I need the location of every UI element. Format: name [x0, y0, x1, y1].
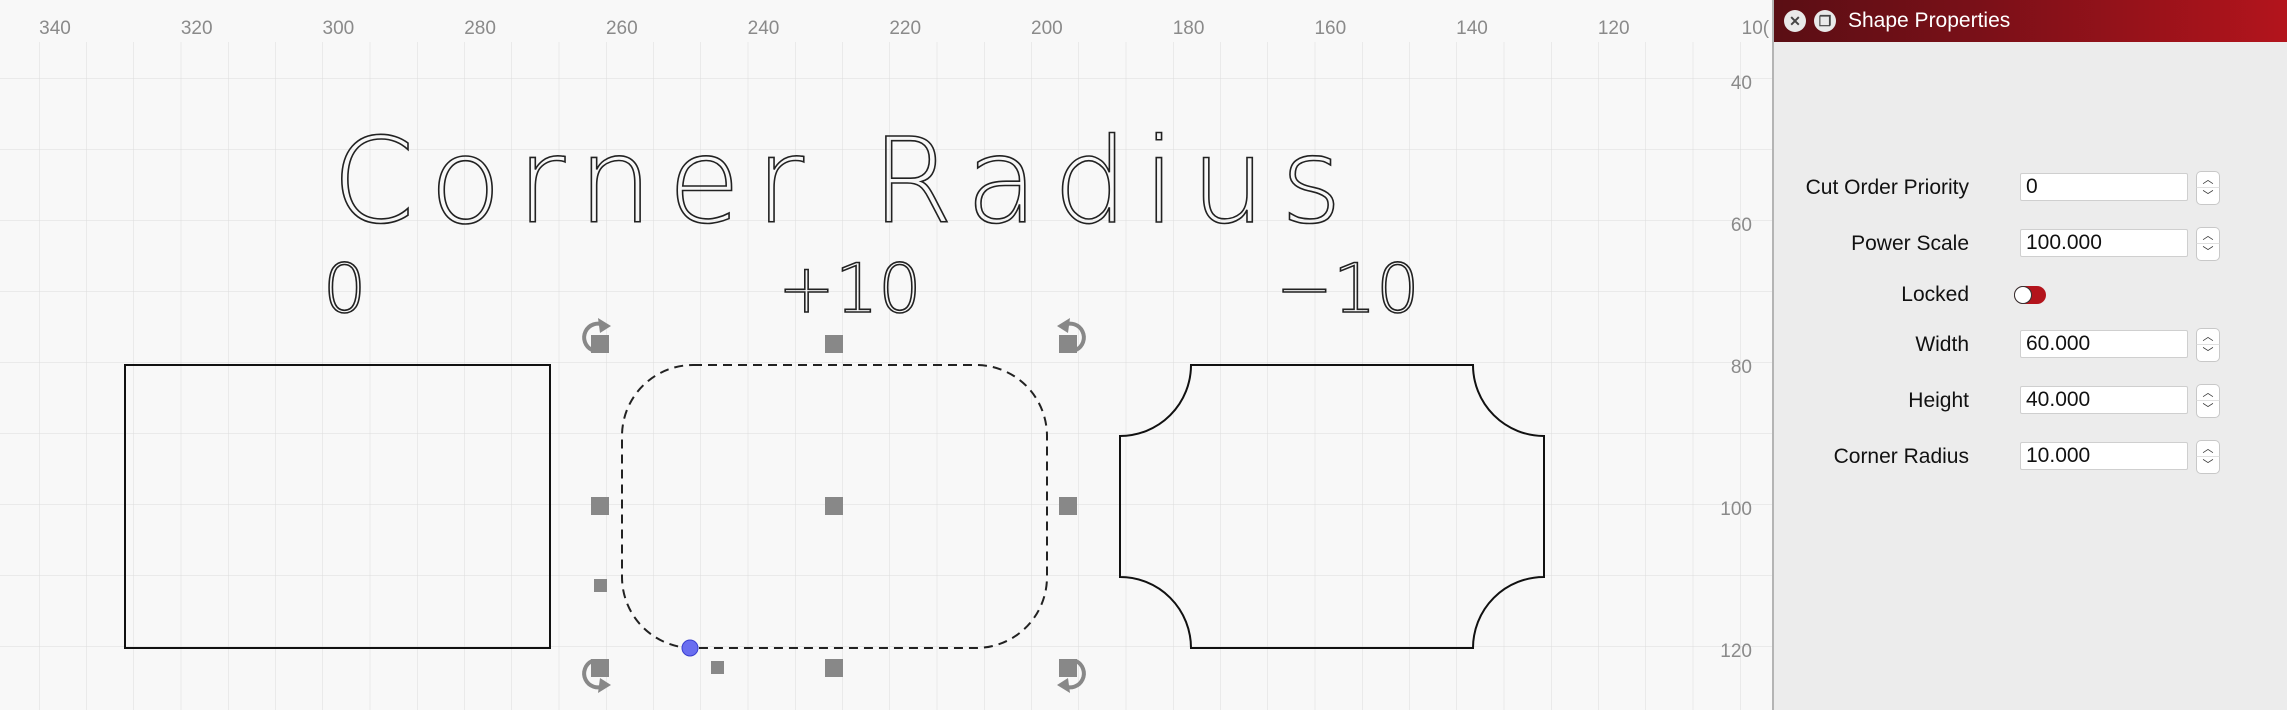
radius-handle-small-bottom[interactable] — [711, 661, 724, 674]
chevron-down-icon[interactable]: ﹀ — [2196, 187, 2220, 205]
selection-handle-bottom[interactable] — [825, 659, 843, 677]
chevron-up-icon[interactable]: ︿ — [2196, 384, 2220, 401]
ruler-right-label: 80 — [1731, 357, 1752, 378]
ruler-right-label: 40 — [1731, 73, 1752, 94]
selection-handle-top-left[interactable] — [591, 335, 609, 353]
label-plus-ten: +10 — [778, 250, 922, 329]
selection-handle-center[interactable] — [825, 497, 843, 515]
selection-handle-bottom-left[interactable] — [591, 659, 609, 677]
ruler-right-label: 120 — [1720, 641, 1752, 662]
chevron-up-icon[interactable]: ︿ — [2196, 328, 2220, 345]
chevron-down-icon[interactable]: ﹀ — [2196, 344, 2220, 362]
corner-radius-heading: Corner Radius — [332, 112, 1357, 250]
width-stepper[interactable]: ︿ ﹀ — [2196, 328, 2220, 362]
ruler-top-label: 160 — [1314, 18, 1346, 39]
top-ruler — [0, 0, 1772, 42]
label-minus-ten: −10 — [1276, 250, 1420, 329]
locked-toggle[interactable] — [2014, 286, 2046, 304]
prop-row-corner-radius: Corner Radius 10.000 ︿ ﹀ — [1774, 439, 2287, 475]
prop-row-power-scale: Power Scale 100.000 ︿ ﹀ — [1774, 226, 2287, 262]
chevron-up-icon[interactable]: ︿ — [2196, 227, 2220, 244]
toggle-knob — [2014, 286, 2032, 304]
prop-row-cut-order: Cut Order Priority 0 ︿ ﹀ — [1774, 170, 2287, 206]
rotate-arrow-top-right — [1057, 318, 1070, 333]
rotate-arrow-top-left — [598, 318, 611, 333]
top-ruler-labels: 340 320 300 280 260 240 220 200 180 160 140 120 10( — [39, 18, 1770, 39]
selection-handle-top-right[interactable] — [1059, 335, 1077, 353]
label-zero: 0 — [323, 250, 366, 329]
ruler-top-label: 10( — [1742, 18, 1770, 39]
ruler-top-label: 320 — [181, 18, 213, 39]
rect-radius-plus-ten[interactable] — [621, 364, 1048, 649]
power-scale-input[interactable]: 100.000 — [2020, 229, 2188, 257]
ruler-top-label: 240 — [748, 18, 780, 39]
prop-row-locked: Locked — [1774, 277, 2287, 313]
grid-background — [0, 0, 1772, 710]
panel-title: Shape Properties — [1848, 9, 2011, 32]
prop-row-width: Width 60.000 ︿ ﹀ — [1774, 327, 2287, 363]
rotate-arrow-bottom-right — [1057, 678, 1070, 693]
width-label: Width — [1915, 333, 1969, 356]
rect-radius-minus-ten[interactable] — [1119, 364, 1545, 649]
chevron-up-icon[interactable]: ︿ — [2196, 171, 2220, 188]
locked-label: Locked — [1901, 283, 1969, 306]
width-input[interactable]: 60.000 — [2020, 330, 2188, 358]
selection-handle-bottom-right[interactable] — [1059, 659, 1077, 677]
panel-titlebar[interactable]: ✕ ❐ Shape Properties — [1774, 0, 2287, 42]
ruler-top-label: 220 — [889, 18, 921, 39]
corner-radius-label: Corner Radius — [1833, 445, 1969, 468]
rotate-arrow-bottom-left — [598, 678, 611, 693]
height-label: Height — [1908, 389, 1969, 412]
right-ruler-labels: 40 60 80 100 120 — [1720, 73, 1752, 662]
ruler-top-label: 300 — [323, 18, 355, 39]
power-scale-label: Power Scale — [1851, 232, 1969, 255]
cut-order-label: Cut Order Priority — [1805, 176, 1969, 199]
close-icon[interactable]: ✕ — [1784, 10, 1806, 32]
ruler-top-label: 200 — [1031, 18, 1063, 39]
ruler-top-label: 180 — [1173, 18, 1205, 39]
ruler-top-label: 140 — [1456, 18, 1488, 39]
float-icon[interactable]: ❐ — [1814, 10, 1836, 32]
height-input[interactable]: 40.000 — [2020, 386, 2188, 414]
chevron-down-icon[interactable]: ﹀ — [2196, 456, 2220, 474]
prop-row-height: Height 40.000 ︿ ﹀ — [1774, 383, 2287, 419]
ruler-right-label: 60 — [1731, 215, 1752, 236]
selection-handle-top[interactable] — [825, 335, 843, 353]
shape-properties-panel: ✕ ❐ Shape Properties Cut Order Priority … — [1772, 0, 2287, 710]
chevron-up-icon[interactable]: ︿ — [2196, 440, 2220, 457]
power-scale-stepper[interactable]: ︿ ﹀ — [2196, 227, 2220, 261]
ruler-top-label: 340 — [39, 18, 71, 39]
ruler-top-label: 120 — [1598, 18, 1630, 39]
cut-order-stepper[interactable]: ︿ ﹀ — [2196, 171, 2220, 205]
corner-radius-stepper[interactable]: ︿ ﹀ — [2196, 440, 2220, 474]
radius-handle-small-left[interactable] — [594, 579, 607, 592]
chevron-down-icon[interactable]: ﹀ — [2196, 400, 2220, 418]
ruler-top-label: 260 — [606, 18, 638, 39]
chevron-down-icon[interactable]: ﹀ — [2196, 243, 2220, 261]
ruler-right-label: 100 — [1720, 499, 1752, 520]
corner-radius-input[interactable]: 10.000 — [2020, 442, 2188, 470]
height-stepper[interactable]: ︿ ﹀ — [2196, 384, 2220, 418]
ruler-top-label: 280 — [464, 18, 496, 39]
corner-radius-drag-handle[interactable] — [681, 639, 699, 657]
selection-handle-right[interactable] — [1059, 497, 1077, 515]
rect-radius-zero[interactable] — [124, 364, 551, 649]
cut-order-input[interactable]: 0 — [2020, 173, 2188, 201]
selection-handle-left[interactable] — [591, 497, 609, 515]
